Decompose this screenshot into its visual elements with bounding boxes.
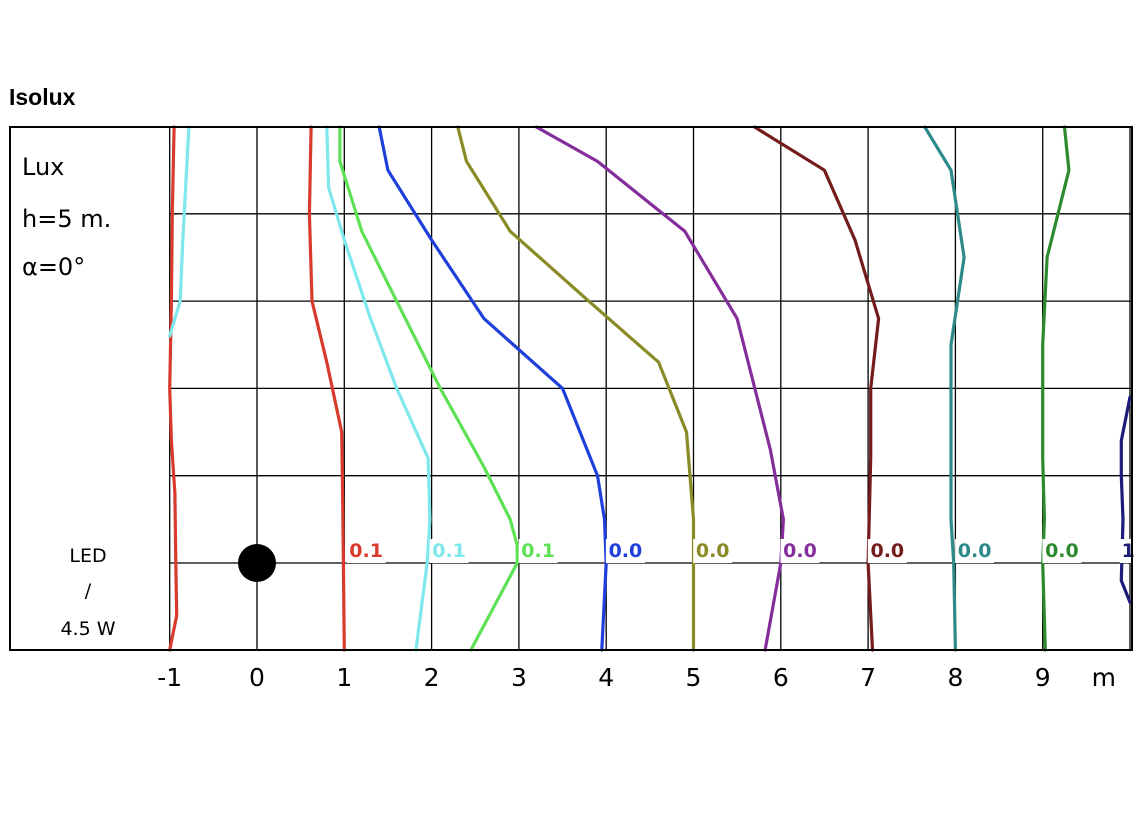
- x-tick-label: 8: [947, 663, 963, 692]
- contour-value-label: 0.1: [432, 540, 466, 562]
- x-tick-label: 0: [249, 663, 265, 692]
- isolux-contour: [307, 125, 346, 652]
- contour-value-label: 0.0: [958, 540, 992, 562]
- contour-label-background: [429, 539, 469, 563]
- x-axis-ticks: -1 0 1 2 3 4 5 6 7 8 9 m: [157, 663, 1116, 692]
- x-tick-label: 1: [336, 663, 352, 692]
- isolux-contour: [168, 125, 191, 338]
- contour-value-label: 0.0: [609, 540, 643, 562]
- contour-label-background: [693, 539, 733, 563]
- chart-frame: [9, 126, 1133, 651]
- lamp-separator: /: [84, 580, 92, 602]
- x-tick-label: 3: [511, 663, 527, 692]
- isolux-contour: [168, 125, 179, 652]
- contour-label-background: [346, 539, 386, 563]
- contour-label-background: [955, 539, 995, 563]
- light-source-marker: [238, 544, 276, 582]
- contour-label-background: [518, 539, 558, 563]
- angle-label: α=0°: [22, 253, 86, 281]
- unit-label: Lux: [22, 153, 65, 181]
- contour-label-background: [605, 539, 645, 563]
- x-tick-label: -1: [157, 663, 182, 692]
- lamp-power: 4.5 W: [60, 618, 116, 640]
- lamp-type: LED: [69, 545, 107, 567]
- isolux-contour: [377, 125, 608, 652]
- chart-title: Isolux: [9, 84, 76, 110]
- x-axis-unit-label: m: [1092, 663, 1116, 692]
- contour-value-label: 0.0: [783, 540, 817, 562]
- x-tick-label: 4: [598, 663, 614, 692]
- x-tick-label: 5: [686, 663, 702, 692]
- contour-value-label: 0.0: [870, 540, 904, 562]
- contour-value-label: 0.1: [349, 540, 383, 562]
- contour-label-background: [1042, 539, 1082, 563]
- x-tick-label: 2: [424, 663, 440, 692]
- x-tick-label: 6: [773, 663, 789, 692]
- contour-label-background: [867, 539, 907, 563]
- isolux-contour: [325, 125, 432, 652]
- isolux-contour: [338, 125, 519, 652]
- isolux-contour: [923, 125, 966, 652]
- contour-label-background: [780, 539, 820, 563]
- x-tick-label: 9: [1035, 663, 1051, 692]
- contour-value-label: 0.0: [696, 540, 730, 562]
- height-label: h=5 m.: [22, 205, 112, 233]
- isolux-contour: [1119, 395, 1132, 604]
- contour-value-label: 0.0: [1045, 540, 1079, 562]
- x-tick-label: 7: [860, 663, 876, 692]
- contour-value-label: 0.1: [521, 540, 555, 562]
